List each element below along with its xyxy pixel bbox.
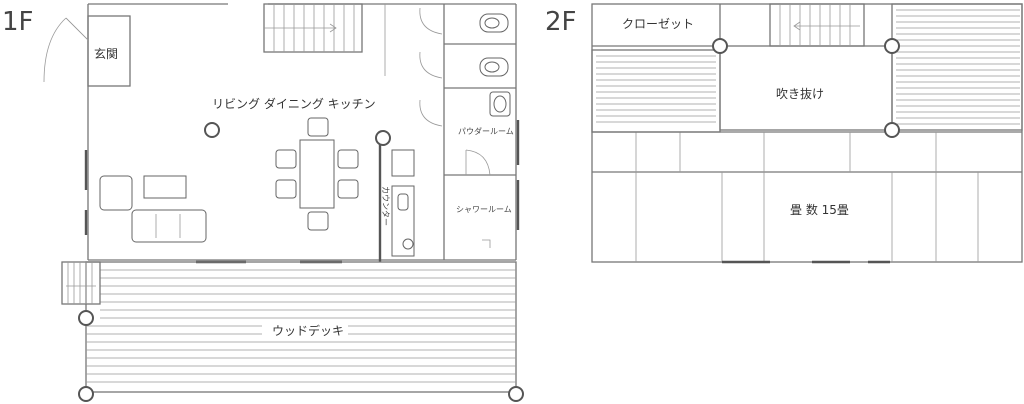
hatched-left bbox=[591, 49, 721, 133]
entrance-door bbox=[43, 17, 89, 83]
sofa bbox=[131, 209, 207, 243]
entrance-label: 玄関 bbox=[94, 46, 118, 61]
floor1-plan: 1F bbox=[2, 3, 524, 402]
floor2-walls bbox=[591, 3, 1023, 264]
shower-room-label: シャワールーム bbox=[456, 205, 512, 214]
stair-2f bbox=[769, 3, 865, 47]
drain-icon bbox=[482, 239, 491, 248]
coffee-table bbox=[143, 175, 187, 199]
column bbox=[375, 130, 391, 146]
kitchen-counter bbox=[391, 149, 415, 257]
hatched-right bbox=[891, 3, 1023, 131]
floor2-plan: 2F クローゼット bbox=[545, 3, 1023, 264]
column bbox=[884, 38, 900, 54]
deck-post bbox=[78, 310, 94, 326]
washbasin bbox=[419, 91, 511, 127]
column bbox=[712, 38, 728, 54]
dining-set bbox=[275, 117, 359, 231]
column bbox=[204, 122, 220, 138]
deck-post bbox=[508, 386, 524, 402]
powder-room-label: パウダールーム bbox=[458, 126, 514, 136]
floor2-label: 2F bbox=[545, 7, 577, 37]
floor1-label: 1F bbox=[2, 7, 34, 37]
void-label: 吹き抜け bbox=[776, 87, 824, 101]
toilet-2 bbox=[419, 51, 509, 79]
deck-post bbox=[78, 386, 94, 402]
ldk-label: リビング ダイニング キッチン bbox=[212, 96, 376, 111]
stair-1f bbox=[263, 3, 363, 53]
floor1-walls bbox=[84, 3, 520, 264]
powder-door bbox=[465, 149, 491, 176]
wood-deck-label: ウッドデッキ bbox=[272, 323, 344, 338]
wood-deck bbox=[61, 261, 517, 393]
armchair bbox=[99, 175, 133, 211]
closet-label: クローゼット bbox=[622, 17, 694, 31]
counter-label: カウンター bbox=[381, 186, 390, 226]
tatami-label: 畳 数 15畳 bbox=[790, 202, 849, 217]
column bbox=[884, 122, 900, 138]
toilet-1 bbox=[419, 7, 509, 35]
